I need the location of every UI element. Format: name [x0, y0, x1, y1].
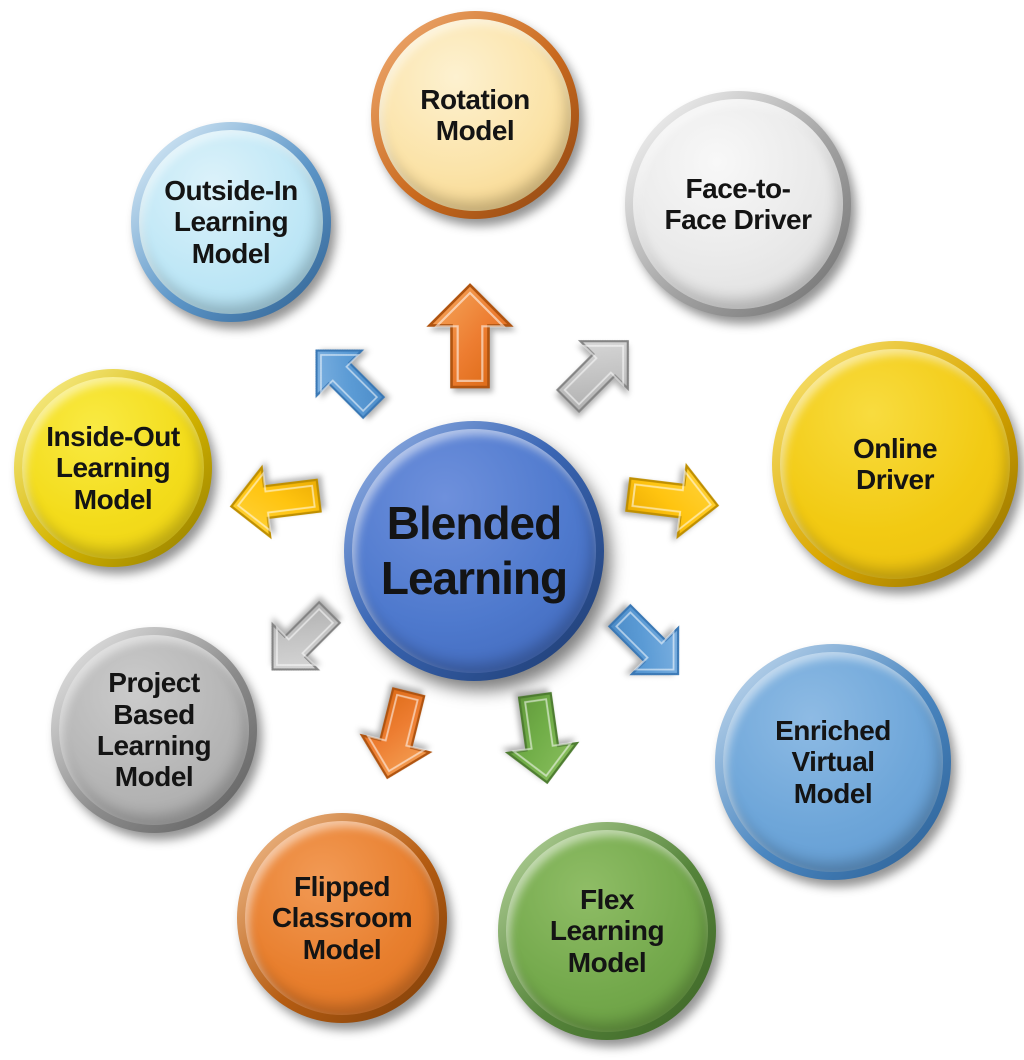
node-project-based-learning-model: Project Based Learning Model	[51, 627, 257, 833]
up-left-arrow-icon	[292, 326, 398, 432]
node-label: Inside-Out Learning Model	[46, 420, 180, 515]
node-label: Project Based Learning Model	[96, 667, 212, 793]
circle-face: Face-to- Face Driver	[633, 99, 843, 309]
circle-face: Inside-Out Learning Model	[22, 377, 204, 559]
node-flipped-classroom-model: Flipped Classroom Model	[237, 813, 447, 1023]
node-online-driver: Online Driver	[772, 341, 1018, 587]
node-label: Blended Learning	[380, 496, 568, 604]
circle-face: Flipped Classroom Model	[245, 821, 439, 1015]
node-blended-learning: Blended Learning	[344, 421, 604, 681]
node-outside-in-learning-model: Outside-In Learning Model	[131, 122, 331, 322]
up-arrow-icon	[428, 283, 512, 389]
circle-face: Flex Learning Model	[506, 830, 708, 1032]
node-label: Enriched Virtual Model	[775, 714, 891, 809]
node-inside-out-learning-model: Inside-Out Learning Model	[14, 369, 212, 567]
circle-face: Online Driver	[780, 349, 1010, 579]
left-arrow-icon	[225, 459, 325, 543]
down-right-arrow-icon	[595, 591, 703, 699]
node-rotation-model: Rotation Model	[371, 11, 579, 219]
node-enriched-virtual-model: Enriched Virtual Model	[715, 644, 951, 880]
node-label: Online Driver	[852, 432, 938, 495]
node-face-to-face-driver: Face-to- Face Driver	[625, 91, 851, 317]
circle-face: Outside-In Learning Model	[139, 130, 323, 314]
right-arrow-icon	[622, 458, 724, 542]
node-label: Rotation Model	[420, 83, 530, 146]
node-label: Face-to- Face Driver	[664, 172, 812, 235]
node-flex-learning-model: Flex Learning Model	[498, 822, 716, 1040]
up-right-arrow-icon	[543, 316, 653, 426]
down-left-arrow-icon	[248, 588, 354, 694]
node-label: Flex Learning Model	[549, 883, 665, 978]
circle-face: Project Based Learning Model	[59, 635, 249, 825]
down-arrow-orange-icon	[352, 682, 444, 788]
circle-face: Rotation Model	[379, 19, 571, 211]
node-label: Flipped Classroom Model	[271, 870, 413, 965]
node-label: Outside-In Learning Model	[164, 174, 298, 269]
circle-face: Blended Learning	[352, 429, 596, 673]
down-arrow-green-icon	[499, 689, 583, 789]
circle-face: Enriched Virtual Model	[723, 652, 943, 872]
